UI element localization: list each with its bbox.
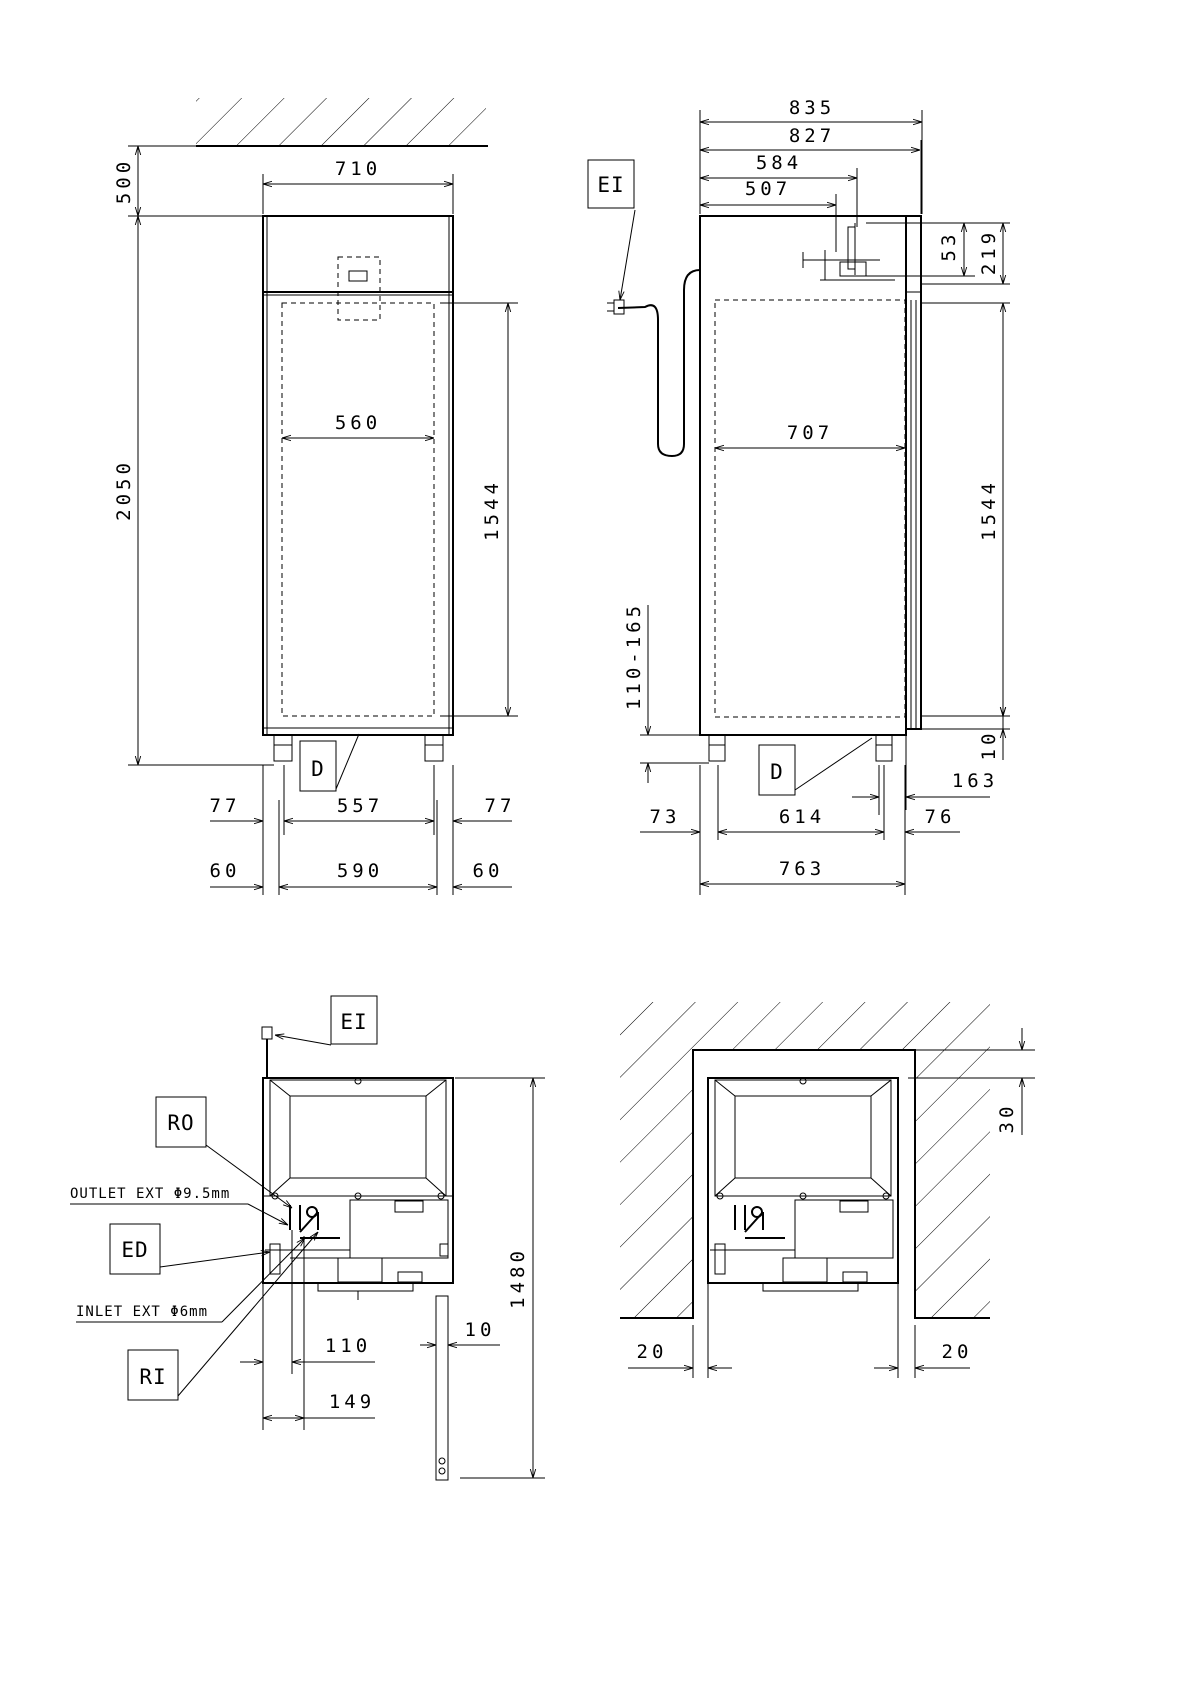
dim-53: 53: [938, 231, 960, 262]
dim-584: 584: [756, 152, 802, 174]
dim-side-1544: 1544: [978, 479, 1000, 541]
dim-30: 30: [996, 1103, 1018, 1134]
outlet-note: OUTLET EXT Φ9.5mm: [70, 1186, 230, 1202]
dim-560: 560: [335, 412, 381, 434]
dim-707: 707: [787, 422, 833, 444]
display-window: [349, 271, 367, 281]
ceiling-hatch: [180, 98, 488, 146]
dim-1480: 1480: [507, 1247, 529, 1309]
side-cabinet: [700, 216, 906, 735]
dim-763: 763: [779, 858, 825, 880]
dim-77-left: 77: [210, 795, 241, 817]
dim-149: 149: [329, 1391, 375, 1413]
front-foot-right: [425, 735, 443, 761]
inlet-note: INLET EXT Φ6mm: [76, 1304, 208, 1320]
dim-614: 614: [779, 806, 825, 828]
installation-view: 30 20 20: [620, 1002, 1035, 1378]
top-view: EI RO OUTLET EXT Φ9.5mm ED INLET EXT Φ6m…: [70, 996, 545, 1480]
condensing-unit: [803, 223, 895, 280]
side-drain-label: D: [770, 760, 784, 784]
dim-77-right: 77: [485, 795, 516, 817]
ro-label: RO: [167, 1111, 194, 1135]
top-plate-outer: [270, 1080, 446, 1196]
top-plate-inner: [290, 1096, 426, 1178]
drain-hose: [436, 1296, 448, 1480]
side-foot-left: [709, 735, 725, 761]
dim-110-165: 110-165: [623, 602, 645, 710]
dim-76: 76: [925, 806, 956, 828]
dim-60-left: 60: [210, 860, 241, 882]
dim-20-left: 20: [637, 1341, 668, 1363]
refrigeration-pipes: [290, 1205, 340, 1238]
front-view: 500 2050 710 560 1544 D 77 557 77: [113, 98, 518, 895]
dim-60-right: 60: [473, 860, 504, 882]
dim-557: 557: [337, 795, 383, 817]
dim-top-10: 10: [465, 1319, 496, 1341]
dim-507: 507: [745, 178, 791, 200]
dim-163: 163: [952, 770, 998, 792]
dim-side-10: 10: [978, 730, 1000, 761]
top-plug-icon: [262, 1027, 272, 1039]
side-ei-label: EI: [597, 173, 624, 197]
ri-label: RI: [139, 1365, 166, 1389]
side-view: EI 835 827 584 507 53 219 707 1544: [588, 97, 1010, 895]
front-foot-left: [274, 735, 292, 761]
dim-73: 73: [650, 806, 681, 828]
dim-835: 835: [789, 97, 835, 119]
front-cabinet: [263, 216, 453, 735]
side-inner-dashed: [715, 300, 905, 717]
side-door: [906, 216, 921, 729]
dim-827: 827: [789, 125, 835, 147]
dim-110: 110: [325, 1335, 371, 1357]
top-ei-label: EI: [340, 1010, 367, 1034]
control-panel-dashed: [338, 257, 380, 320]
side-foot-right: [876, 735, 892, 761]
dim-500: 500: [113, 158, 135, 204]
power-cable: [618, 270, 700, 456]
dim-710: 710: [335, 158, 381, 180]
niche-unit: [708, 1078, 898, 1283]
ed-label: ED: [121, 1238, 148, 1262]
dim-590: 590: [337, 860, 383, 882]
dim-2050: 2050: [113, 459, 135, 521]
dim-front-1544: 1544: [481, 479, 503, 541]
front-drain-label: D: [311, 757, 325, 781]
dim-219: 219: [978, 229, 1000, 275]
dim-20-right: 20: [942, 1341, 973, 1363]
front-inner-dashed: [282, 303, 434, 716]
